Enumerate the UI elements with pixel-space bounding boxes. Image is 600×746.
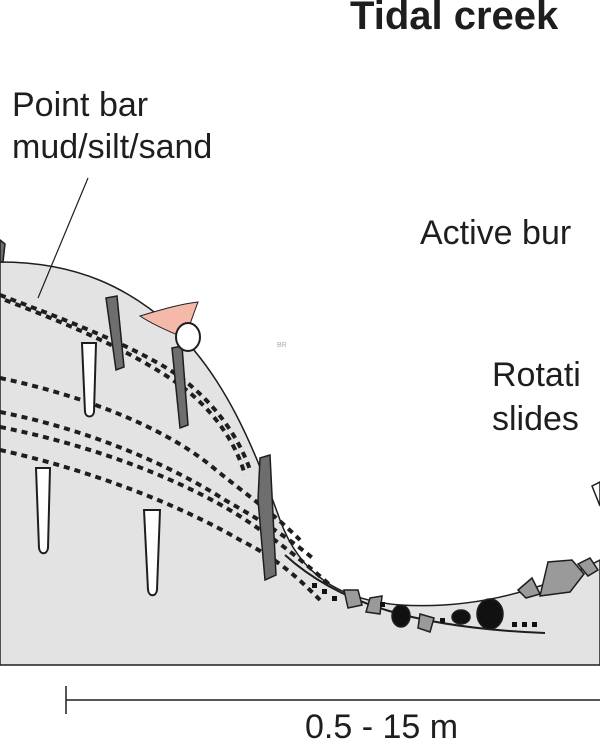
point-bar-leader-line	[37, 177, 89, 299]
lag-clast-black-2	[451, 609, 471, 625]
lag-clast-grey-5	[576, 557, 600, 577]
bedding-line-5	[0, 448, 322, 602]
small-mark: BR	[277, 342, 287, 349]
dark-burrow-edge	[0, 239, 6, 263]
bedding-line-1	[0, 293, 252, 471]
pale-burrow-2	[34, 467, 52, 555]
pale-burrow-3	[142, 509, 162, 597]
dark-burrow-1	[105, 295, 125, 372]
active-burrows	[0, 239, 277, 582]
rotational-slides-label-2: slides	[492, 400, 579, 438]
pale-burrow-1	[80, 342, 98, 418]
bedding-line-6	[0, 425, 332, 587]
creek-floor-line	[284, 554, 546, 634]
upper-slide-edge	[591, 481, 600, 507]
lag-clast-grey-2	[365, 595, 383, 615]
lag-clast-grey-3	[417, 613, 435, 633]
dark-burrow-3	[257, 454, 277, 582]
rotational-slide-block	[539, 559, 585, 597]
lag-dots	[312, 583, 537, 627]
white-clast	[175, 322, 201, 352]
diagram-title: Tidal creek	[350, 0, 559, 38]
scale-label: 0.5 - 15 m	[305, 708, 459, 746]
lag-clast-black-3	[476, 598, 504, 630]
point-bar-sediment-label: mud/silt/sand	[12, 128, 213, 166]
active-burrowing-label: Active bur	[420, 214, 572, 252]
scale-bar	[65, 686, 600, 714]
channel-lag	[343, 481, 600, 633]
bedding-line-4	[0, 410, 317, 562]
relict-burrows	[34, 342, 162, 597]
lag-clast-black-1	[391, 604, 411, 628]
point-bar-label: Point bar	[12, 86, 149, 124]
creek-bank-sediment	[0, 261, 600, 666]
rotational-slides-label: Rotati	[492, 356, 581, 394]
lag-clast-grey-1	[343, 589, 363, 609]
bedding-line-2	[4, 298, 247, 476]
